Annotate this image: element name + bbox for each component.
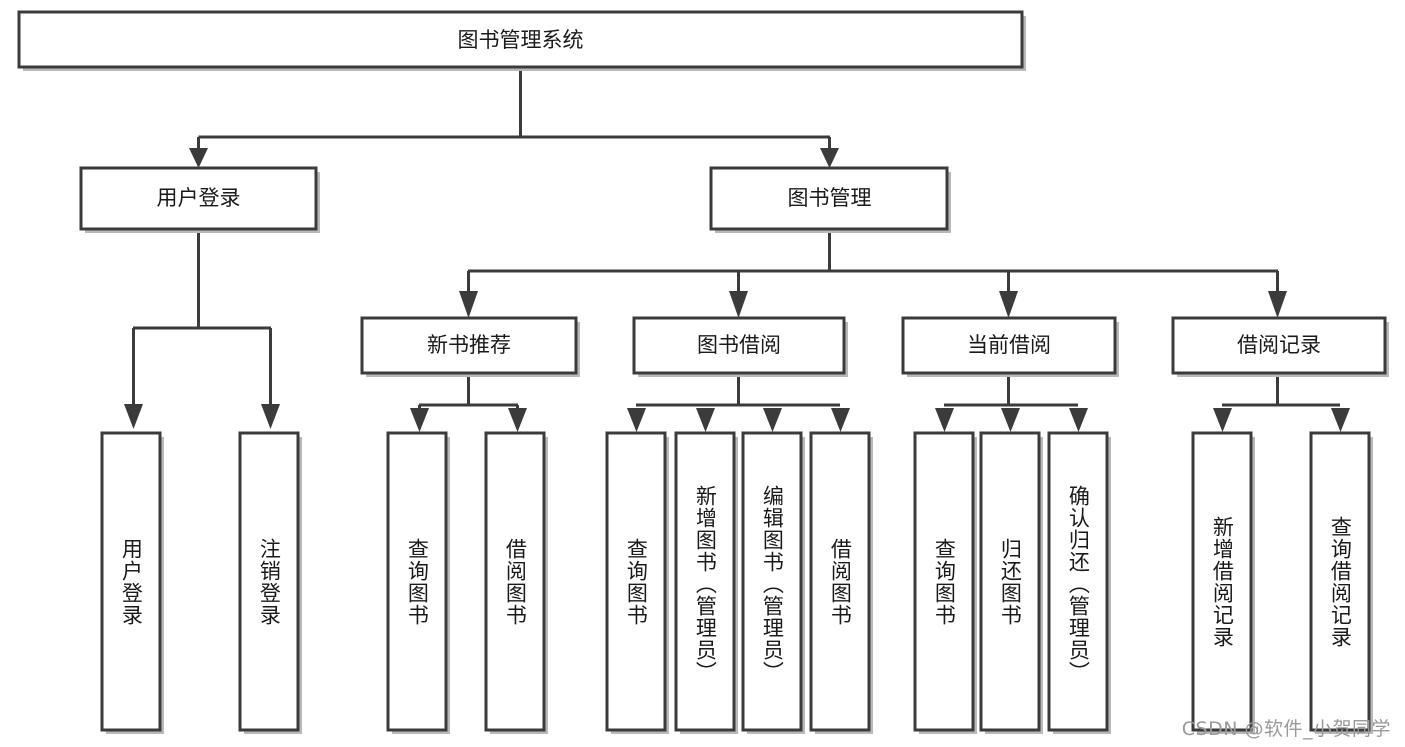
node-leaf-user-login[interactable] — [100, 431, 164, 734]
arrow-head-current-borrow — [999, 291, 1018, 318]
node-book-manage-box — [709, 166, 949, 231]
node-borrow-record-box — [1171, 316, 1387, 375]
node-leaf-confirm-return[interactable] — [1047, 431, 1111, 734]
arrow-head-leaf-borrow-book-1 — [508, 408, 527, 432]
node-leaf-edit-book-box — [741, 431, 803, 732]
node-leaf-borrow-book-1-box — [484, 431, 546, 732]
node-leaf-logout[interactable] — [238, 431, 302, 734]
node-leaf-query-record-box — [1309, 431, 1371, 732]
node-root-label: 图书管理系统 — [458, 28, 584, 52]
leaf-node-layer — [100, 431, 1373, 734]
arrow-head-leaf-query-book-2 — [627, 408, 646, 432]
node-leaf-query-record[interactable] — [1309, 431, 1373, 734]
arrow-head-new-book-recommend — [459, 291, 478, 318]
node-leaf-add-book-box — [674, 431, 736, 732]
arrow-head-leaf-query-book-1 — [410, 408, 429, 432]
node-leaf-add-record-box — [1191, 431, 1253, 732]
arrow-head-leaf-user-login — [124, 404, 143, 429]
arrow-head-book-manage — [820, 148, 839, 168]
node-leaf-query-book-2-box — [605, 431, 667, 732]
node-new-book-recommend[interactable]: 新书推荐 — [360, 316, 580, 377]
node-leaf-logout-box — [238, 431, 300, 732]
arrow-head-borrow-record — [1268, 291, 1287, 318]
node-book-borrow-box — [632, 316, 846, 375]
node-leaf-edit-book[interactable] — [741, 431, 805, 734]
node-leaf-return-book-box — [979, 431, 1041, 732]
arrow-head-leaf-return-book — [1001, 408, 1020, 432]
node-book-borrow-label: 图书借阅 — [697, 333, 781, 357]
arrow-head-leaf-add-record — [1213, 408, 1232, 432]
node-leaf-query-book-1[interactable] — [386, 431, 450, 734]
node-leaf-user-login-box — [100, 431, 162, 732]
node-leaf-return-book[interactable] — [979, 431, 1043, 734]
node-leaf-query-book-1-box — [386, 431, 448, 732]
node-book-manage[interactable]: 图书管理 — [709, 166, 951, 233]
node-borrow-record-label: 借阅记录 — [1237, 333, 1321, 357]
node-leaf-confirm-return-box — [1047, 431, 1109, 732]
node-leaf-borrow-book-2-box — [809, 431, 871, 732]
node-user-login-label: 用户登录 — [157, 186, 241, 210]
node-leaf-query-book-2[interactable] — [605, 431, 669, 734]
arrow-head-leaf-add-book — [696, 408, 715, 432]
node-root-box — [17, 10, 1024, 69]
node-new-book-recommend-label: 新书推荐 — [427, 333, 511, 357]
node-leaf-add-record[interactable] — [1191, 431, 1255, 734]
arrow-head-leaf-query-book-3 — [935, 408, 954, 432]
node-new-book-recommend-box — [360, 316, 578, 375]
node-borrow-record[interactable]: 借阅记录 — [1171, 316, 1389, 377]
arrow-head-leaf-borrow-book-2 — [831, 408, 850, 432]
node-book-borrow[interactable]: 图书借阅 — [632, 316, 848, 377]
node-user-login-box — [79, 166, 318, 231]
node-leaf-borrow-book-1[interactable] — [484, 431, 548, 734]
node-leaf-query-book-3[interactable] — [913, 431, 977, 734]
arrow-head-leaf-logout — [261, 404, 280, 429]
node-leaf-borrow-book-2[interactable] — [809, 431, 873, 734]
node-leaf-add-book[interactable] — [674, 431, 738, 734]
node-book-manage-label: 图书管理 — [788, 186, 872, 210]
arrow-head-leaf-confirm-return — [1069, 408, 1088, 432]
node-user-login[interactable]: 用户登录 — [79, 166, 320, 233]
arrow-head-book-borrow — [729, 291, 748, 318]
csdn-watermark: CSDN @软件_小贺同学 — [1181, 718, 1391, 740]
node-leaf-query-book-3-box — [913, 431, 975, 732]
arrow-head-leaf-edit-book — [763, 408, 782, 432]
node-current-borrow-label: 当前借阅 — [967, 333, 1051, 357]
node-root[interactable]: 图书管理系统 — [17, 10, 1026, 71]
node-current-borrow[interactable]: 当前借阅 — [901, 316, 1119, 377]
arrow-head-leaf-query-record — [1331, 408, 1350, 432]
connector-layer — [124, 67, 1350, 432]
node-current-borrow-box — [901, 316, 1117, 375]
arrow-head-user-login — [189, 148, 208, 168]
